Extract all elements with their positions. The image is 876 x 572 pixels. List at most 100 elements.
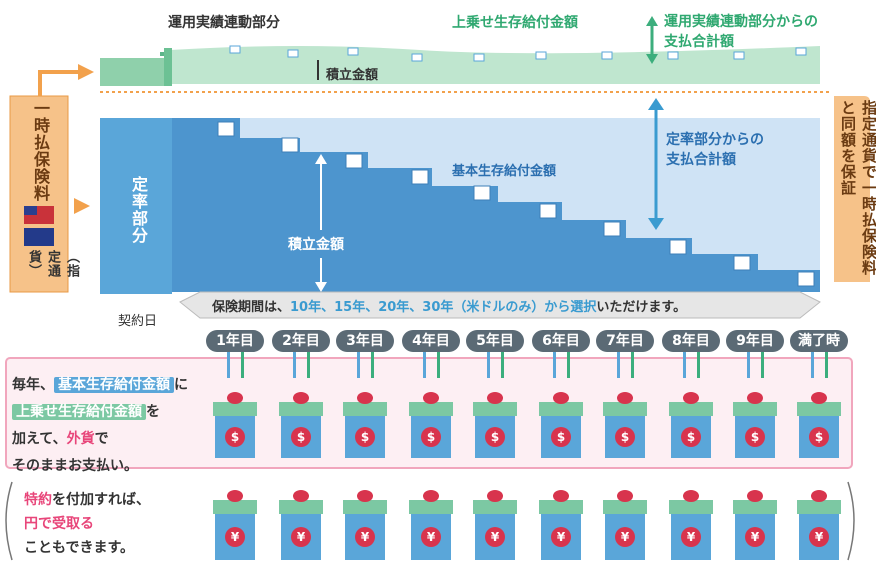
uwanose-label: 上乗せ生存給付金額 [452, 15, 578, 31]
currency-icon: $ [745, 427, 765, 447]
year-pill: 3年目 [336, 330, 394, 352]
currency-icon: ¥ [745, 527, 765, 547]
yen-l1a: 特約 [24, 492, 52, 508]
currency-icon: $ [551, 427, 571, 447]
currency-icon: ¥ [485, 527, 505, 547]
dollar-gift: $ [731, 392, 779, 458]
pay-arrow [423, 352, 426, 378]
pay-arrow [241, 352, 244, 378]
period-text-a: 保険期間は、 [212, 300, 291, 315]
year-pill: 5年目 [466, 330, 524, 352]
teiritsu-block [100, 118, 172, 294]
yen-gift: ¥ [537, 490, 585, 560]
pay-arrow [811, 352, 814, 378]
au-flag-icon [24, 228, 54, 246]
pay-arrow [501, 352, 504, 378]
yen-gift: ¥ [277, 490, 325, 560]
pay-l1b: 基本生存給付金額 [54, 377, 174, 393]
yen-l3: こともできます。 [24, 540, 135, 556]
yen-l1b: を付加すれば、 [52, 492, 150, 508]
pay-arrow [617, 352, 620, 378]
pay-l3c: で [94, 431, 109, 447]
pay-arrow [825, 352, 828, 378]
pay-arrow [553, 352, 556, 378]
currency-icon: $ [809, 427, 829, 447]
guarantee-label: 指定通貨で一時払保険料と同額を保証 [839, 100, 876, 276]
currency-icon: ¥ [681, 527, 701, 547]
shitei-label: （指定通貨） [26, 250, 79, 278]
currency-icon: ¥ [421, 527, 441, 547]
currency-icon: $ [681, 427, 701, 447]
yen-gift: ¥ [211, 490, 259, 560]
dollar-gift: $ [407, 392, 455, 458]
pay-l2a: 上乗せ生存給付金額 [12, 404, 146, 420]
premium-column [9, 95, 69, 293]
pay-arrow [683, 352, 686, 378]
pay-arrow [747, 352, 750, 378]
year-pill: 8年目 [662, 330, 720, 352]
unyo-label: 運用実績連動部分 [168, 15, 280, 31]
period-text-b: 10年、15年、20年、30年（米ドルのみ）から選択 [290, 300, 597, 315]
period-text-c: いただけます。 [596, 300, 687, 315]
unyo-total-label: 運用実績連動部分からの 支払合計額 [664, 14, 818, 50]
pay-arrow [761, 352, 764, 378]
dollar-gift: $ [537, 392, 585, 458]
yen-gift: ¥ [795, 490, 843, 560]
pay-arrow [487, 352, 490, 378]
currency-icon: $ [485, 427, 505, 447]
staircase [172, 118, 820, 292]
currency-icon: $ [225, 427, 245, 447]
currency-icon: ¥ [615, 527, 635, 547]
pay-l3a: 加えて、 [12, 431, 67, 447]
teiritsu-total-label: 定率部分からの 支払合計額 [666, 132, 764, 168]
kihon-label: 基本生存給付金額 [452, 164, 557, 179]
year-pill: 6年目 [532, 330, 590, 352]
currency-icon: ¥ [291, 527, 311, 547]
pay-arrow [293, 352, 296, 378]
currency-icon: ¥ [809, 527, 829, 547]
pay-l1a: 毎年、 [12, 377, 54, 393]
dollar-gift: $ [471, 392, 519, 458]
teiritsu-label: 定率部分 [129, 176, 148, 244]
currency-icon: ¥ [355, 527, 375, 547]
yen-l2: 円で受取る [24, 516, 94, 532]
year-pill: 満了時 [790, 330, 848, 352]
currency-icon: $ [615, 427, 635, 447]
pay-arrow [697, 352, 700, 378]
pay-l2b: を [146, 404, 160, 420]
contract-day-label: 契約日 [118, 314, 158, 329]
guarantee-panel [834, 96, 870, 282]
pay-arrow [371, 352, 374, 378]
currency-icon: $ [421, 427, 441, 447]
pay-text: 毎年、基本生存給付金額に 上乗せ生存給付金額を 加えて、外貨で そのままお支払い… [12, 372, 188, 480]
pay-l4: そのままお支払い。 [12, 458, 138, 474]
year-pill: 1年目 [206, 330, 264, 352]
pay-l1c: に [174, 377, 188, 393]
currency-icon: $ [355, 427, 375, 447]
yen-gift: ¥ [667, 490, 715, 560]
dollar-gift: $ [277, 392, 325, 458]
yen-gift: ¥ [601, 490, 649, 560]
year-pill: 7年目 [596, 330, 654, 352]
dollar-gift: $ [341, 392, 389, 458]
dollar-gift: $ [211, 392, 259, 458]
pay-arrow [227, 352, 230, 378]
yen-gift: ¥ [731, 490, 779, 560]
year-pill: 9年目 [726, 330, 784, 352]
period-banner: 保険期間は、10年、15年、20年、30年（米ドルのみ）から選択いただけます。 [212, 296, 686, 315]
pay-arrow [567, 352, 570, 378]
pay-arrow [437, 352, 440, 378]
dollar-gift: $ [795, 392, 843, 458]
pay-l3b: 外貨 [66, 431, 95, 447]
tsumitate-label: 積立金額 [288, 237, 344, 253]
year-pill: 2年目 [272, 330, 330, 352]
yen-gift: ¥ [341, 490, 389, 560]
yen-text: 特約を付加すれば、 円で受取る こともできます。 [24, 488, 150, 560]
currency-icon: ¥ [225, 527, 245, 547]
pay-arrow [631, 352, 634, 378]
tsumitate-top-label: 積立金額 [326, 68, 379, 83]
currency-icon: $ [291, 427, 311, 447]
yen-gift: ¥ [471, 490, 519, 560]
yen-gift: ¥ [407, 490, 455, 560]
